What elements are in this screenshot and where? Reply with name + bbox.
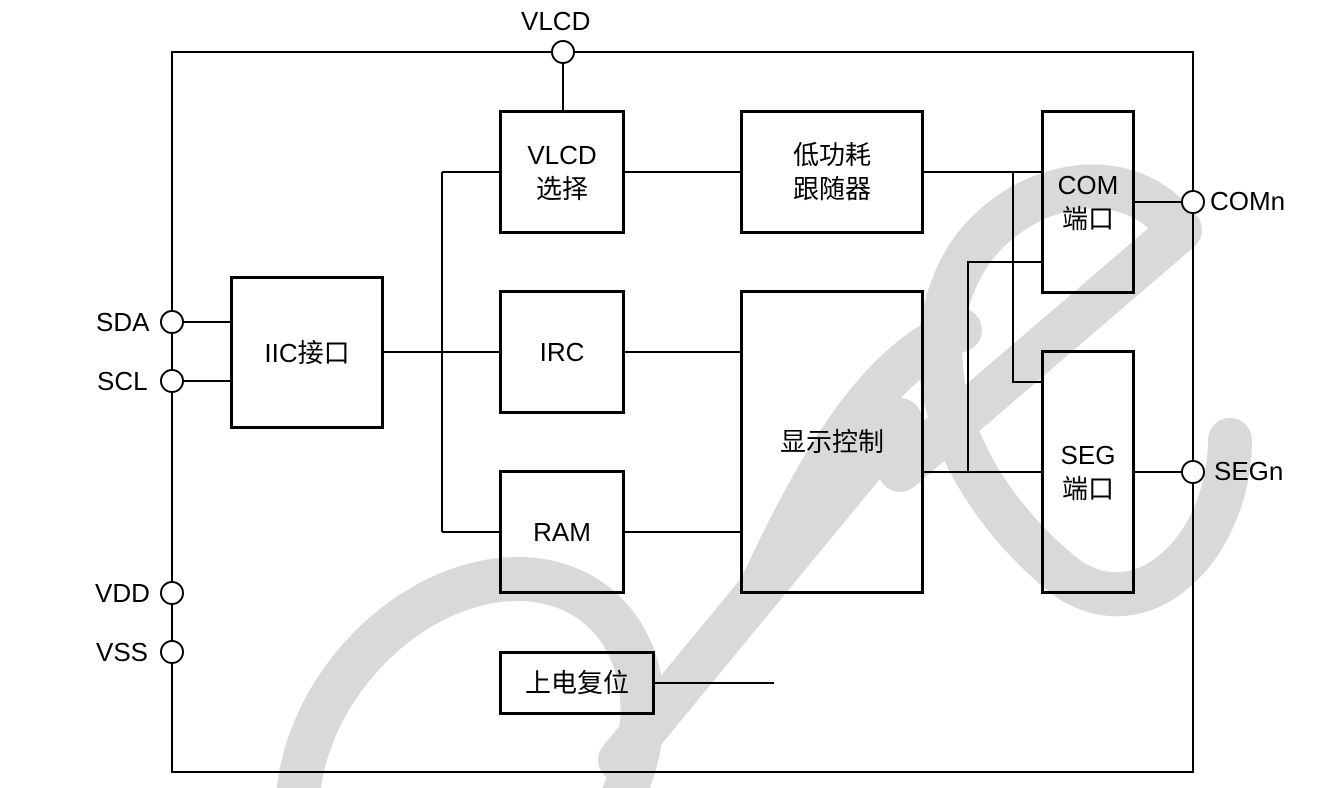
block-display-control: 显示控制 [740, 290, 924, 594]
pin-label-vdd: VDD [95, 578, 150, 608]
wire-display-com [967, 261, 1043, 472]
block-label: 端口 [1061, 204, 1114, 234]
pin-scl [160, 369, 184, 393]
pin-vlcd [551, 40, 575, 64]
pin-label-vlcd: VLCD [521, 6, 591, 36]
block-seg-port: SEG 端口 [1041, 350, 1135, 594]
block-label: 上电复位 [524, 668, 629, 698]
pin-label-segn: SEGn [1214, 456, 1284, 486]
pin-segn [1181, 460, 1205, 484]
block-low-power-follower: 低功耗 跟随器 [740, 110, 924, 234]
block-label: RAM [533, 517, 591, 547]
pin-vdd [160, 581, 184, 605]
block-label: COM [1057, 170, 1119, 200]
pin-sda [160, 310, 184, 334]
pin-label-scl: SCL [97, 366, 148, 396]
block-label: SEG [1060, 440, 1116, 470]
block-com-port: COM 端口 [1041, 110, 1135, 294]
pin-label-vss: VSS [96, 637, 149, 667]
wire-follower-seg [1012, 172, 1043, 383]
block-vlcd-select: VLCD 选择 [499, 110, 625, 234]
pin-vss [160, 640, 184, 664]
block-label: IRC [539, 337, 585, 367]
block-power-on-reset: 上电复位 [499, 651, 655, 715]
pin-label-comn: COMn [1210, 186, 1286, 216]
block-irc: IRC [499, 290, 625, 414]
block-label: IIC接口 [264, 337, 350, 368]
block-label: 跟随器 [792, 174, 871, 204]
chip-outline [171, 51, 1194, 773]
block-label: 选择 [535, 174, 588, 204]
pin-label-sda: SDA [96, 307, 150, 337]
block-label: VLCD [527, 140, 597, 170]
block-label: 端口 [1061, 474, 1114, 504]
watermark-letter-o [275, 556, 665, 788]
block-label: 显示控制 [779, 427, 884, 457]
block-ram: RAM [499, 470, 625, 594]
block-label: 低功耗 [792, 140, 871, 170]
block-iic-interface: IIC接口 [230, 276, 384, 429]
pin-comn [1181, 190, 1205, 214]
